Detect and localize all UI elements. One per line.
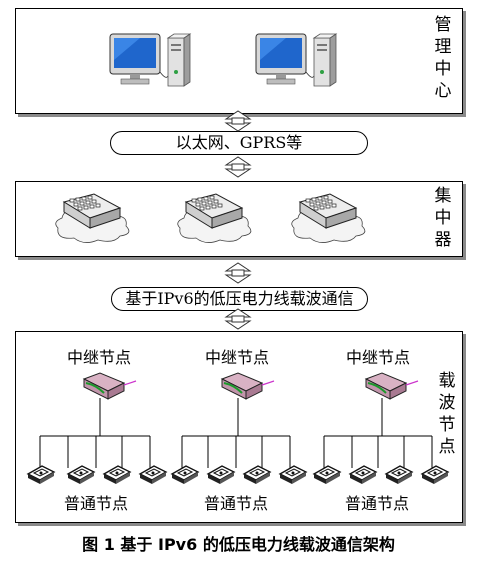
figure-caption: 图 1 基于 IPv6 的低压电力线载波通信架构 xyxy=(82,535,395,554)
carrier-nodes-label: 载 波 节 点 xyxy=(438,371,456,457)
management-center-panel xyxy=(15,8,463,114)
relay-node-label-1: 中继节点 xyxy=(67,348,132,367)
relay-node-label-3: 中继节点 xyxy=(346,348,411,367)
concentrator-1 xyxy=(55,193,130,244)
arrow-center-to-network xyxy=(225,110,251,132)
tree-lines xyxy=(39,398,433,468)
normal-nodes xyxy=(27,465,449,485)
relay-node-3 xyxy=(365,372,419,400)
carrier-nodes-panel xyxy=(15,331,463,523)
normal-node-label-3: 普通节点 xyxy=(345,494,410,513)
arrow-network-to-concentrator xyxy=(225,156,251,178)
normal-node-label-2: 普通节点 xyxy=(204,494,269,513)
management-pc-1 xyxy=(109,33,191,87)
arrow-concentrator-to-plc xyxy=(225,262,251,284)
normal-node-label-1: 普通节点 xyxy=(64,494,129,513)
relay-node-1 xyxy=(83,372,137,400)
concentrator-3 xyxy=(291,193,366,244)
arrow-plc-to-nodes xyxy=(225,308,251,330)
management-pc-2 xyxy=(255,33,337,87)
ethernet-gprs-network: 以太网、GPRS等 xyxy=(110,131,368,155)
concentrator-2 xyxy=(177,193,252,244)
relay-node-2 xyxy=(221,372,275,400)
concentrator-label: 集 中 器 xyxy=(434,186,452,250)
management-center-label: 管 理 中 心 xyxy=(434,15,452,101)
relay-node-label-2: 中继节点 xyxy=(205,348,270,367)
